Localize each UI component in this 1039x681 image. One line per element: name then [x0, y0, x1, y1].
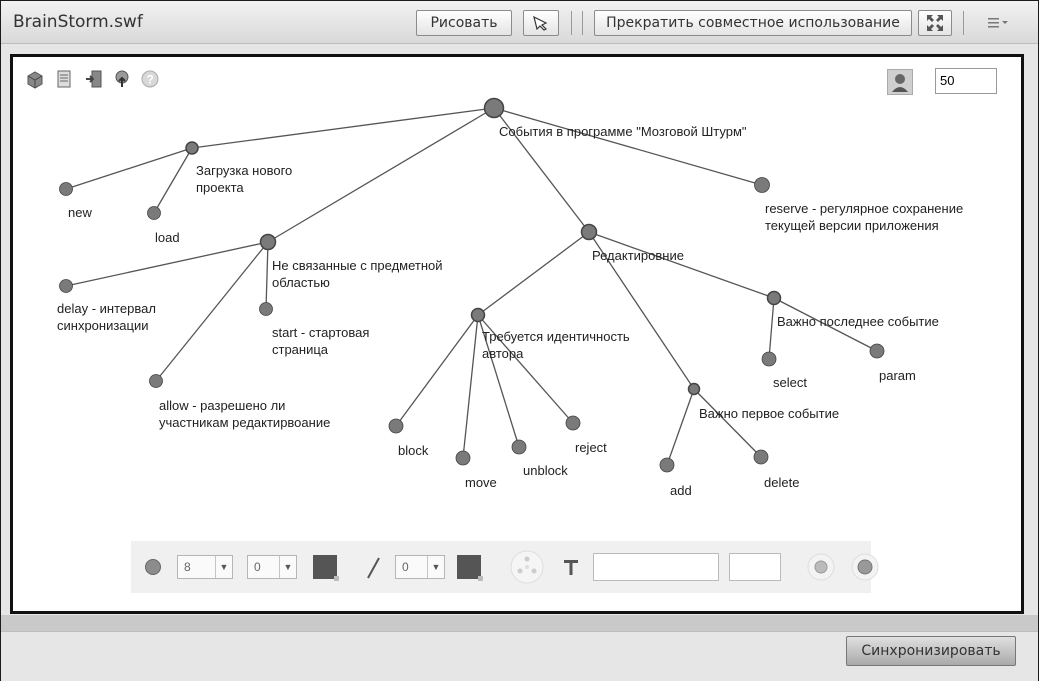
- node-delay: [59, 279, 73, 293]
- node-load: [147, 206, 161, 220]
- label-first: Важно первое событие: [699, 406, 839, 421]
- node-first: [687, 382, 701, 396]
- line-icon[interactable]: [363, 555, 383, 581]
- fullscreen-icon: [927, 15, 943, 31]
- label-unblock: unblock: [523, 463, 568, 478]
- node-load-group: [185, 141, 199, 155]
- label-new: new: [68, 205, 92, 220]
- node-border-value: 0: [254, 560, 261, 574]
- line-width-select[interactable]: 0 ▼: [395, 555, 445, 579]
- text-icon[interactable]: [561, 557, 581, 577]
- stop-sharing-button[interactable]: Прекратить совместное использование: [594, 10, 912, 36]
- line-color-swatch[interactable]: [457, 555, 483, 581]
- label-last: Важно последнее событие: [777, 314, 939, 329]
- toolbar-separator: [963, 11, 964, 35]
- box-icon[interactable]: [25, 69, 45, 89]
- label-editing: Редактировние: [592, 248, 684, 263]
- mindmap-labels: События в программе "Мозговой Штурм" Заг…: [57, 124, 963, 498]
- title-bar: BrainStorm.swf Рисовать Прекратить совме…: [1, 1, 1038, 44]
- node-block: [388, 418, 404, 434]
- node-unblock: [511, 439, 527, 455]
- zoom-input[interactable]: 50: [935, 68, 997, 94]
- stop-icon[interactable]: [849, 551, 881, 583]
- draw-button[interactable]: Рисовать: [416, 10, 512, 36]
- node-allow: [149, 374, 163, 388]
- pointer-button[interactable]: [523, 10, 559, 36]
- sync-button[interactable]: Синхронизировать: [846, 636, 1016, 666]
- mindmap-nodes[interactable]: [59, 97, 885, 473]
- menu-button[interactable]: [986, 15, 1016, 31]
- node-color-swatch[interactable]: [313, 555, 339, 581]
- node-size-value: 8: [184, 560, 191, 574]
- line-width-value: 0: [402, 560, 409, 574]
- app-title: BrainStorm.swf: [13, 12, 143, 32]
- svg-text:?: ?: [147, 73, 154, 87]
- node-shape-icon[interactable]: [143, 557, 163, 577]
- layout-icon[interactable]: [509, 549, 545, 585]
- text-size-input[interactable]: [729, 553, 781, 581]
- toolbar-separator: [571, 11, 572, 35]
- node-last: [766, 290, 782, 306]
- mindmap[interactable]: События в программе "Мозговой Штурм" Заг…: [13, 57, 1021, 611]
- label-reject: reject: [575, 440, 607, 455]
- chevron-down-icon: ▼: [427, 556, 444, 578]
- upload-icon[interactable]: [112, 69, 132, 89]
- fullscreen-button[interactable]: [918, 10, 952, 36]
- divider-strip: [1, 615, 1038, 631]
- label-block: block: [398, 443, 429, 458]
- pointer-icon: [533, 15, 548, 31]
- node-param: [869, 343, 885, 359]
- label-select: select: [773, 375, 807, 390]
- node-add: [659, 457, 675, 473]
- help-icon[interactable]: ?: [140, 69, 160, 89]
- node-new: [59, 182, 73, 196]
- whiteboard-canvas[interactable]: ? 50: [10, 54, 1024, 614]
- record-icon[interactable]: [805, 551, 837, 583]
- text-input[interactable]: [593, 553, 719, 581]
- node-move: [455, 450, 471, 466]
- node-delete: [753, 449, 769, 465]
- node-size-select[interactable]: 8 ▼: [177, 555, 233, 579]
- label-delete: delete: [764, 475, 799, 490]
- document-icon[interactable]: [54, 69, 74, 89]
- node-select: [761, 351, 777, 367]
- properties-toolbar: 8 ▼ 0 ▼ 0 ▼: [131, 541, 879, 593]
- label-add: add: [670, 483, 692, 498]
- node-reject: [565, 415, 581, 431]
- node-start: [259, 302, 273, 316]
- chevron-down-icon: ▼: [215, 556, 232, 578]
- label-param: param: [879, 368, 916, 383]
- label-move: move: [465, 475, 497, 490]
- user-icon: [892, 74, 908, 92]
- node-root: [483, 97, 505, 119]
- chevron-down-icon: ▼: [279, 556, 296, 578]
- node-unrelated: [259, 233, 277, 251]
- node-author: [470, 307, 486, 323]
- node-reserve: [754, 177, 770, 193]
- mindmap-edges: [65, 107, 878, 466]
- node-editing: [580, 223, 598, 241]
- exit-icon[interactable]: [84, 69, 104, 89]
- node-border-select[interactable]: 0 ▼: [247, 555, 297, 579]
- toolbar-separator: [582, 11, 583, 35]
- menu-icon: [988, 18, 1008, 28]
- avatar[interactable]: [887, 69, 913, 95]
- label-root: События в программе "Мозговой Штурм": [499, 124, 747, 139]
- label-load: load: [155, 230, 180, 245]
